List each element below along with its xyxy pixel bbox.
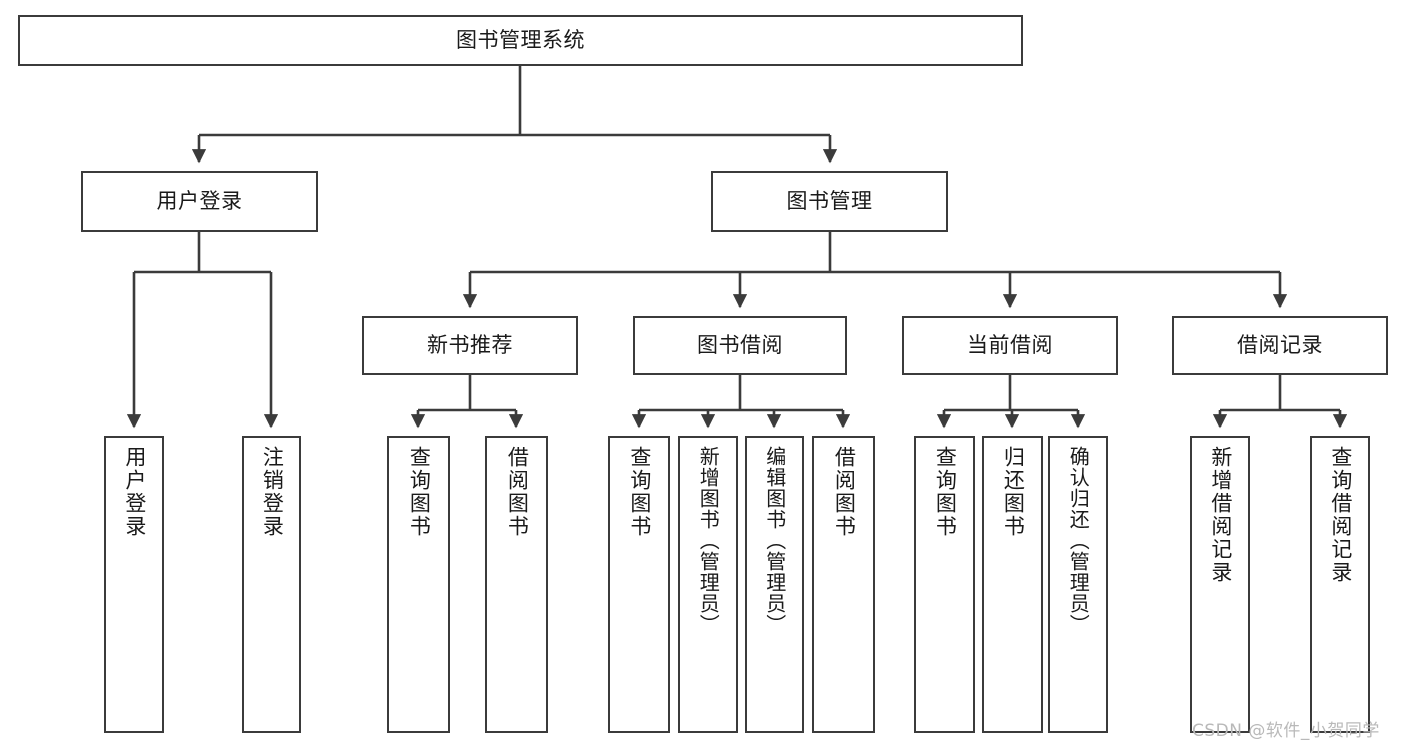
node-leaf-edit-book-admin[interactable]: 编辑图书（管理员） (745, 436, 804, 733)
node-label: 查询图书 (627, 446, 652, 538)
node-label: 新书推荐 (427, 332, 513, 357)
node-leaf-user-login[interactable]: 用户登录 (104, 436, 164, 733)
node-book-manage[interactable]: 图书管理 (711, 171, 948, 232)
node-leaf-borrow-book-1[interactable]: 借阅图书 (485, 436, 548, 733)
node-label: 新增借阅记录 (1208, 446, 1233, 584)
node-label: 查询图书 (407, 446, 432, 538)
node-leaf-query-book-3[interactable]: 查询图书 (914, 436, 975, 733)
node-label: 新增图书（管理员） (696, 446, 721, 635)
node-label: 用户登录 (122, 446, 147, 538)
node-label: 借阅图书 (505, 446, 530, 538)
node-leaf-return-book[interactable]: 归还图书 (982, 436, 1043, 733)
node-leaf-query-book-1[interactable]: 查询图书 (387, 436, 450, 733)
node-label: 确认归还（管理员） (1066, 446, 1091, 635)
node-borrow-record[interactable]: 借阅记录 (1172, 316, 1388, 375)
node-label: 图书管理系统 (456, 27, 585, 52)
node-user-login[interactable]: 用户登录 (81, 171, 318, 232)
node-current-borrow[interactable]: 当前借阅 (902, 316, 1118, 375)
node-label: 归还图书 (1001, 446, 1026, 538)
node-leaf-query-borrow-record[interactable]: 查询借阅记录 (1310, 436, 1370, 733)
node-label: 借阅记录 (1237, 332, 1323, 357)
node-leaf-confirm-return-admin[interactable]: 确认归还（管理员） (1048, 436, 1108, 733)
node-label: 借阅图书 (832, 446, 857, 538)
node-label: 编辑图书（管理员） (762, 446, 787, 635)
node-label: 用户登录 (156, 188, 243, 213)
node-leaf-query-book-2[interactable]: 查询图书 (608, 436, 670, 733)
node-label: 图书借阅 (697, 332, 783, 357)
node-label: 注销登录 (260, 446, 285, 538)
node-leaf-logout-login[interactable]: 注销登录 (242, 436, 301, 733)
node-leaf-borrow-book-2[interactable]: 借阅图书 (812, 436, 875, 733)
node-label: 查询图书 (933, 446, 958, 538)
node-label: 图书管理 (786, 188, 873, 213)
node-new-book-recommend[interactable]: 新书推荐 (362, 316, 578, 375)
node-book-borrow[interactable]: 图书借阅 (633, 316, 847, 375)
csdn-watermark: CSDN @软件_小贺同学 (1192, 721, 1380, 741)
node-label: 当前借阅 (967, 332, 1053, 357)
node-leaf-add-book-admin[interactable]: 新增图书（管理员） (678, 436, 738, 733)
node-root-system[interactable]: 图书管理系统 (18, 15, 1023, 66)
node-label: 查询借阅记录 (1328, 446, 1353, 584)
node-leaf-add-borrow-record[interactable]: 新增借阅记录 (1190, 436, 1250, 733)
